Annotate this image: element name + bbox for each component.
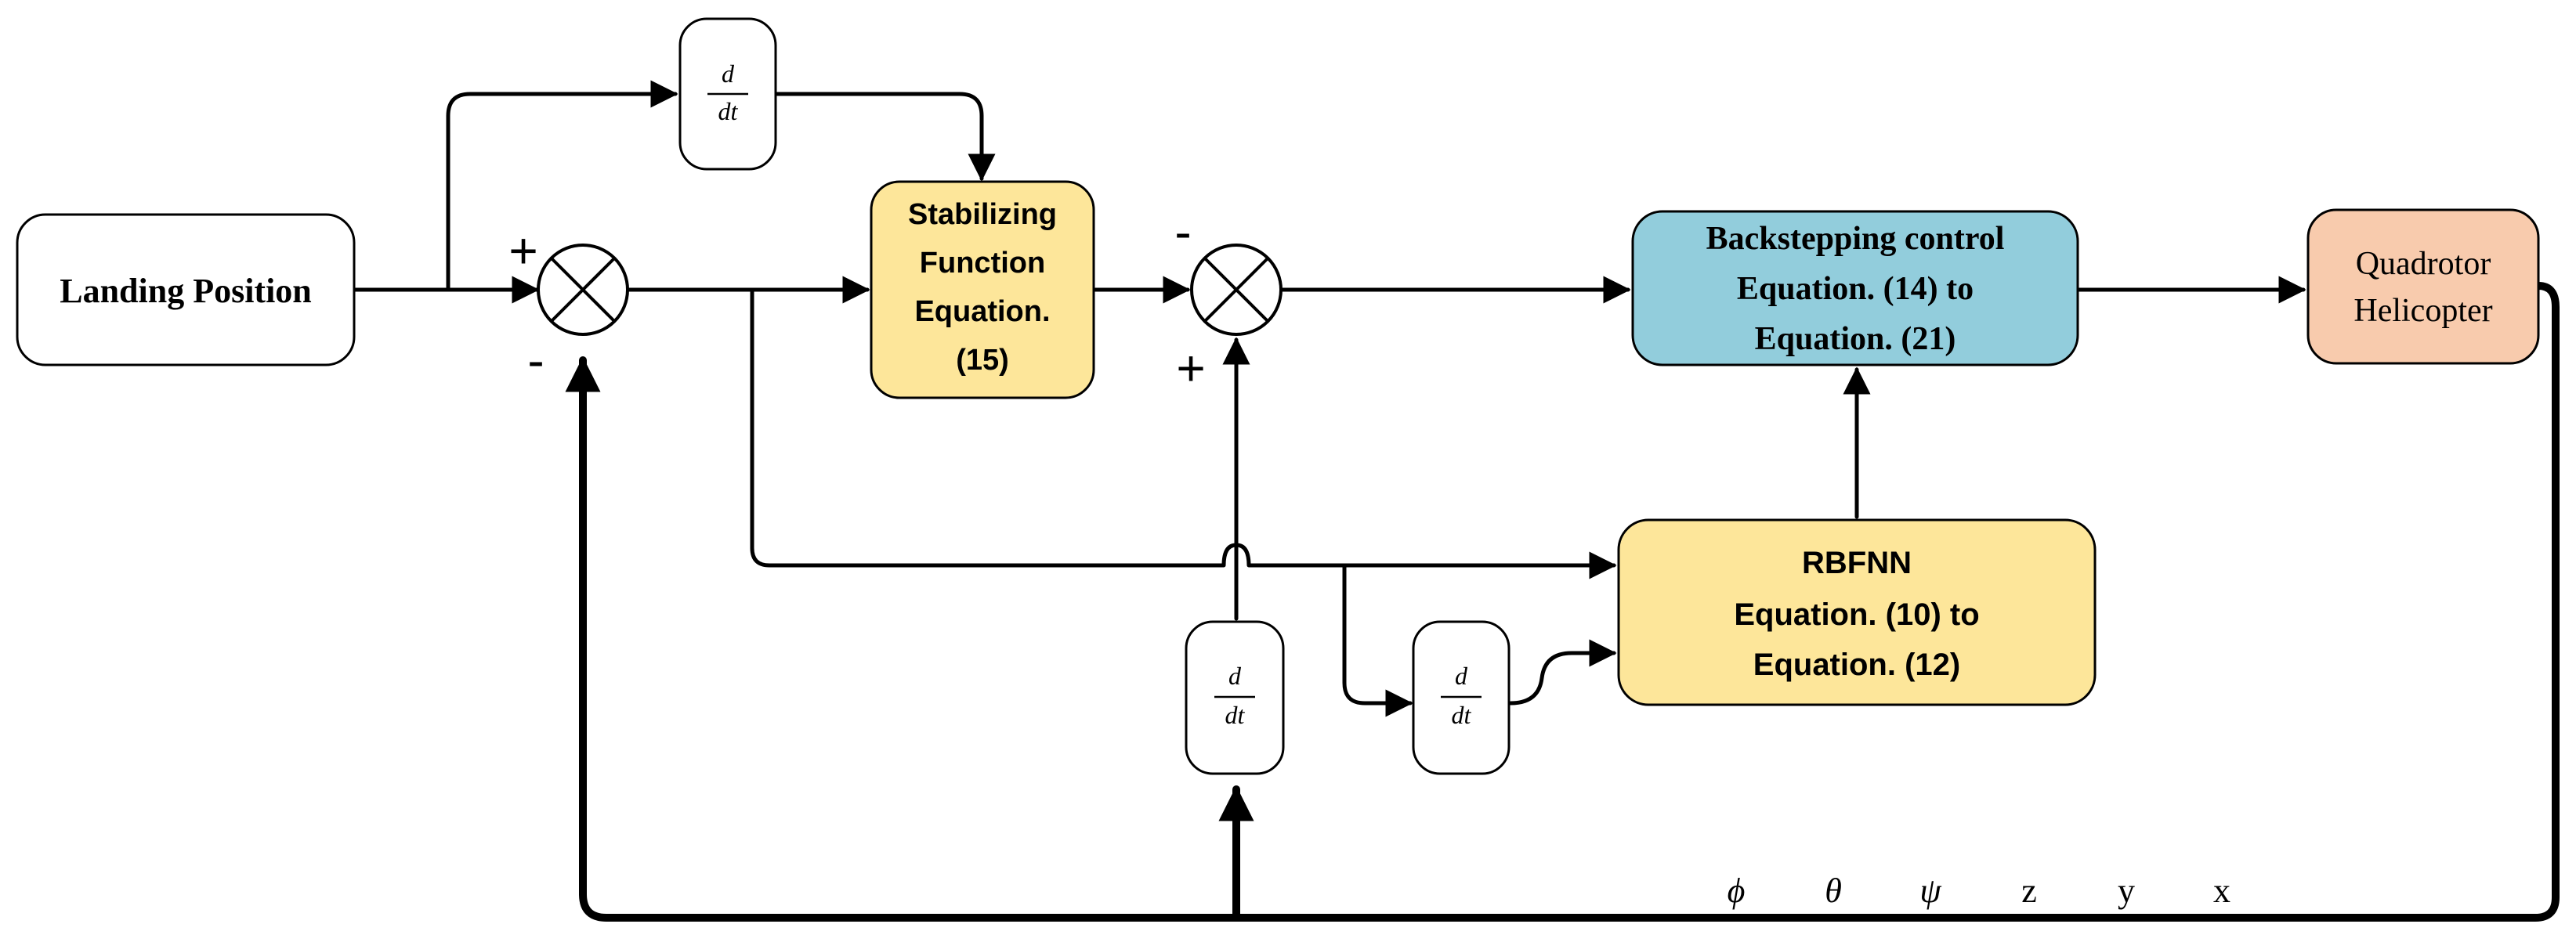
derivative-left-denominator: dt xyxy=(1225,701,1246,729)
state-label-y: y xyxy=(2118,872,2135,910)
rbfnn-block: RBFNN Equation. (10) to Equation. (12) xyxy=(1617,518,2097,706)
rbfnn-line-2: Equation. (10) to xyxy=(1734,597,1979,632)
rbfnn-line-1: RBFNN xyxy=(1802,546,1912,580)
stabilizing-line-4: (15) xyxy=(956,344,1009,377)
sum2-minus-sign: - xyxy=(1174,204,1191,260)
quadrotor-helicopter-block: Quadrotor Helicopter xyxy=(2306,208,2540,365)
backstepping-control-box xyxy=(1631,210,2079,366)
quadrotor-line-2: Helicopter xyxy=(2353,293,2492,329)
state-label-z: z xyxy=(2021,872,2037,910)
backstepping-line-3: Equation. (21) xyxy=(1755,321,1956,357)
derivative-top-denominator: dt xyxy=(718,97,739,125)
derivative-left-numerator: d xyxy=(1228,662,1242,690)
sum1-plus-sign: + xyxy=(508,222,537,279)
stabilizing-function-block: Stabilizing Function Equation. (15) xyxy=(870,180,1095,399)
quadrotor-line-1: Quadrotor xyxy=(2356,246,2491,282)
wire-mid-derivative-to-rbfnn xyxy=(1508,639,1617,706)
wire-error-to-rbfnn xyxy=(750,287,1617,579)
stabilizing-function-box xyxy=(870,180,1095,399)
derivative-block-left: d dt xyxy=(1185,620,1285,775)
state-label-psi: ψ xyxy=(1919,872,1941,910)
quadrotor-helicopter-box xyxy=(2306,208,2540,365)
backstepping-line-1: Backstepping control xyxy=(1706,221,2005,257)
state-label-theta: θ xyxy=(1825,872,1842,910)
landing-position-block: Landing Position xyxy=(16,213,356,366)
wire-top-derivative-to-stabilizing xyxy=(775,92,996,182)
stabilizing-line-1: Stabilizing xyxy=(908,198,1057,231)
rbfnn-line-3: Equation. (12) xyxy=(1753,648,1960,682)
rbfnn-box xyxy=(1617,518,2097,706)
wire-branch-to-top-derivative xyxy=(446,80,678,292)
derivative-top-numerator: d xyxy=(722,60,735,88)
wire-feedback-to-sum1 xyxy=(565,282,2560,922)
state-label-x: x xyxy=(2213,872,2230,910)
backstepping-line-2: Equation. (14) to xyxy=(1737,271,1974,307)
derivative-middle-numerator: d xyxy=(1455,662,1468,690)
derivative-block-top: d dt xyxy=(678,17,777,171)
sum2-plus-sign: + xyxy=(1176,340,1205,396)
landing-position-box xyxy=(16,213,356,366)
stabilizing-line-2: Function xyxy=(920,247,1045,280)
state-labels: ϕ θ ψ z y x xyxy=(1700,868,2249,913)
sum1-minus-sign: - xyxy=(527,332,544,388)
landing-position-label: Landing Position xyxy=(60,272,312,310)
derivative-middle-denominator: dt xyxy=(1452,701,1472,729)
state-labels-backdrop xyxy=(1700,868,2249,913)
summing-junction-1 xyxy=(537,244,629,336)
derivative-block-middle: d dt xyxy=(1412,620,1511,775)
stabilizing-line-3: Equation. xyxy=(914,295,1050,328)
state-label-phi: ϕ xyxy=(1728,872,1746,910)
summing-junction-2 xyxy=(1190,244,1283,336)
wire-branch-to-mid-derivative xyxy=(1342,563,1413,717)
backstepping-control-block: Backstepping control Equation. (14) to E… xyxy=(1631,210,2079,366)
wires xyxy=(352,80,2560,922)
